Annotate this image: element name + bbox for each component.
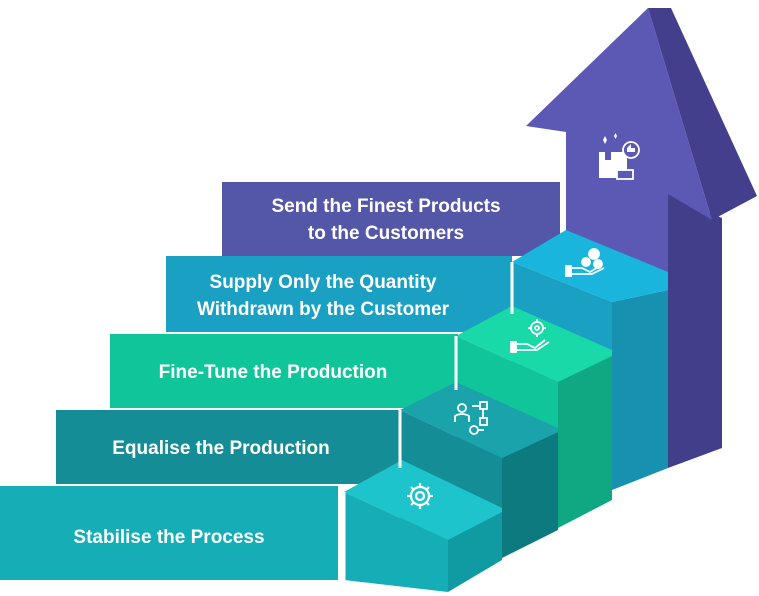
step-4-side (612, 290, 668, 490)
step-1-front (344, 492, 448, 592)
step-5-label-line2: to the Customers (308, 223, 464, 244)
gear-refresh-icon (407, 483, 433, 509)
step-3-side (558, 356, 612, 528)
arrow-front (526, 8, 712, 290)
step-1: Stabilise the Process (0, 460, 502, 592)
step-2-top (400, 382, 558, 458)
arrow-head-side (648, 8, 757, 220)
stair-edges (342, 262, 514, 582)
step-5-banner (222, 182, 560, 256)
step-1-side (448, 512, 502, 592)
growth-arrow (526, 8, 757, 468)
hand-coins-icon (565, 248, 605, 277)
step-5: Send the Finest Products to the Customer… (222, 182, 560, 256)
worker-flowchart-icon (454, 401, 488, 435)
box-thumbs-up-icon (599, 133, 640, 180)
step-2-label: Equalise the Production (112, 438, 329, 459)
step-5-label-line1: Send the Finest Products (271, 196, 500, 217)
hand-gear-icon (510, 319, 550, 353)
step-1-banner (0, 486, 338, 580)
step-3: Fine-Tune the Production (110, 306, 612, 528)
arrow-shaft-side (668, 194, 722, 468)
step-2-side (502, 432, 558, 558)
step-4-banner (166, 256, 512, 332)
step-4-label-line2: Withdrawn by the Customer (197, 299, 450, 320)
step-2-banner (56, 410, 400, 484)
step-3-top (456, 306, 612, 382)
step-4-top (512, 230, 668, 302)
step-3-label: Fine-Tune the Production (159, 362, 388, 383)
step-4-label-line1: Supply Only the Quantity (210, 272, 437, 293)
step-3-banner (110, 334, 458, 408)
step-1-label: Stabilise the Process (73, 527, 264, 548)
